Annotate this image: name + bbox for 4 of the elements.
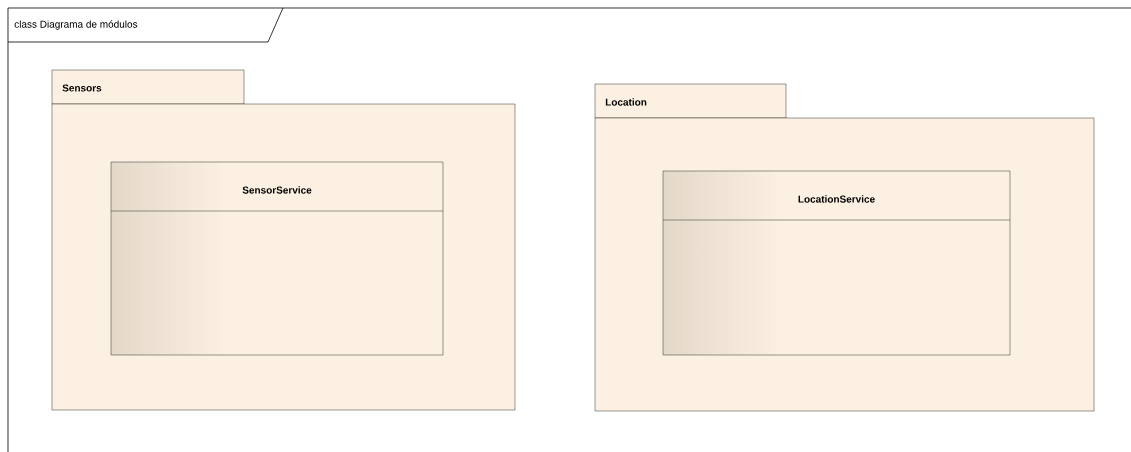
node-label: Location — [605, 98, 647, 106]
node-label: Sensors — [62, 84, 102, 92]
class-box: LocationService — [662, 170, 1011, 356]
class-box: SensorService — [110, 161, 444, 356]
